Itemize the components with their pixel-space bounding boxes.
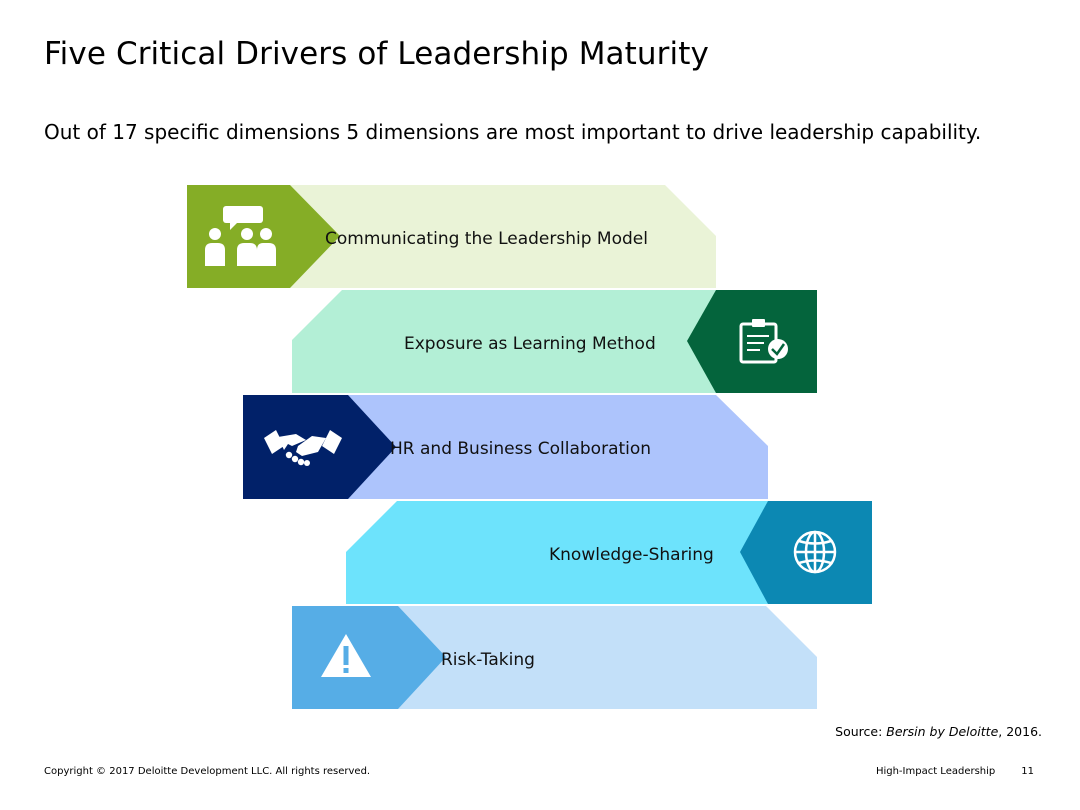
page-title: Five Critical Drivers of Leadership Matu… (44, 36, 709, 72)
driver-icon-box-5 (292, 606, 446, 709)
footer-info: High-Impact Leadership 11 (876, 766, 1034, 777)
source-prefix: Source: (835, 724, 887, 739)
page-subtitle: Out of 17 specific dimensions 5 dimensio… (44, 120, 982, 144)
warning-icon (321, 634, 371, 677)
clipboard-check-icon (739, 319, 788, 364)
handshake-icon (264, 430, 342, 466)
source-citation: Bersin by Deloitte (886, 724, 999, 739)
deck-name: High-Impact Leadership (875, 766, 996, 777)
driver-band-4 (346, 501, 768, 604)
copyright-notice: Copyright © 2017 Deloitte Development LL… (44, 766, 371, 777)
driver-label-3: HR and Business Collaboration (390, 439, 652, 459)
driver-band-2 (292, 290, 716, 393)
driver-label-1: Communicating the Leadership Model (325, 229, 648, 249)
driver-band-5 (398, 606, 817, 709)
driver-band-3 (348, 395, 768, 499)
source-note: Source: Bersin by Deloitte, 2016. (835, 724, 1042, 739)
driver-band-1 (290, 185, 716, 288)
source-year: , 2016. (998, 724, 1042, 739)
driver-label-4: Knowledge-Sharing (549, 545, 714, 565)
driver-label-5: Risk-Taking (441, 650, 535, 670)
driver-label-2: Exposure as Learning Method (404, 334, 656, 354)
driver-icon-box-2 (687, 290, 817, 393)
globe-icon (793, 530, 837, 574)
people-chat-icon (205, 206, 276, 266)
page-number: 11 (1021, 766, 1034, 777)
